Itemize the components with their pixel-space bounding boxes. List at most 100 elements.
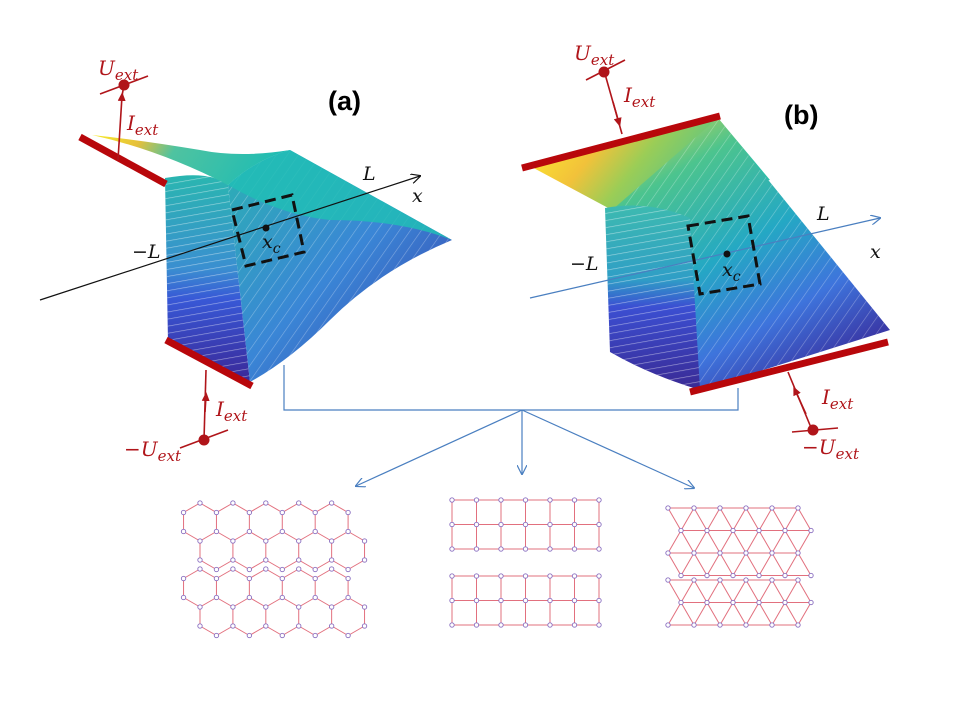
lattice-bond	[719, 530, 734, 554]
lattice-site	[498, 546, 504, 552]
lattice-bond	[732, 579, 747, 603]
lattice-site	[782, 572, 788, 579]
lattice-bond	[797, 602, 812, 626]
lattice-bond	[347, 625, 365, 636]
lattice-bond	[331, 597, 349, 608]
panel-b-i-bottom-label: Iext	[821, 385, 854, 413]
lattice-site	[230, 566, 236, 572]
lattice-bond	[784, 530, 799, 554]
panel-a-surface-top	[92, 135, 290, 185]
lattice-site	[312, 575, 318, 582]
lattice-site	[213, 528, 220, 535]
lattice-site	[361, 557, 368, 563]
panel-b-u-top-label: Uext	[574, 41, 615, 69]
lattice-bond	[249, 559, 267, 570]
lattice-site	[522, 521, 529, 528]
lattice-bond	[298, 597, 316, 608]
lattice-bond	[797, 530, 812, 554]
lattice-site	[197, 557, 203, 563]
lattice-bond	[745, 530, 760, 554]
lattice-site	[547, 573, 553, 579]
lattice-site	[449, 597, 455, 604]
lattice-bond	[680, 602, 695, 626]
lattice-site	[795, 622, 801, 628]
lattice-bond	[771, 552, 786, 576]
arrow-to-triangular	[521, 409, 694, 488]
lattice-bond	[771, 602, 786, 626]
lattice-bond	[249, 568, 267, 579]
lattice-site	[498, 573, 504, 579]
lattice-bond	[216, 502, 234, 513]
lattice-site	[263, 557, 269, 563]
honeycomb-lattice	[180, 500, 368, 639]
lattice-site	[522, 573, 529, 579]
lattice-bond	[216, 568, 234, 579]
lattice-site	[263, 623, 269, 629]
lattice-site	[473, 497, 480, 503]
lattice-site	[449, 546, 455, 552]
lattice-site	[312, 509, 318, 516]
lattice-site	[782, 599, 788, 606]
lattice-site	[596, 546, 602, 552]
lattice-bond	[216, 559, 234, 570]
lattice-bond	[232, 568, 250, 579]
lattice-site	[571, 622, 578, 628]
lattice-site	[230, 623, 236, 629]
lattice-site	[596, 573, 602, 579]
lattice-bond	[732, 507, 747, 531]
lattice-bond	[265, 502, 283, 513]
lattice-bond	[693, 507, 708, 531]
lattice-site	[704, 599, 710, 606]
lattice-site	[296, 604, 302, 610]
lattice-site	[263, 500, 269, 506]
lattice-site	[717, 577, 723, 583]
panel-b-L-label: L	[816, 203, 830, 225]
lattice-bond	[347, 531, 365, 542]
panel-b-minus-L-label: −L	[570, 253, 599, 275]
lattice-site	[547, 622, 553, 628]
lattice-site	[246, 509, 253, 516]
lattice-site	[213, 509, 220, 516]
lattice-bond	[183, 502, 201, 513]
lattice-bond	[745, 552, 760, 576]
lattice-site	[328, 538, 335, 544]
lattice-site	[345, 528, 351, 535]
lattice-bond	[745, 602, 760, 626]
lattice-bond	[719, 602, 734, 626]
lattice-bond	[758, 507, 773, 531]
lattice-site	[345, 566, 351, 573]
lattice-bond	[314, 531, 332, 542]
lattice-site	[312, 566, 318, 573]
lattice-site	[361, 604, 368, 610]
lattice-site	[473, 573, 480, 579]
lattice-site	[197, 500, 203, 506]
lattice-site	[246, 566, 253, 573]
lattice-site	[571, 497, 578, 503]
lattice-site	[180, 594, 187, 601]
lattice-site	[296, 623, 302, 629]
lattice-bond	[706, 552, 721, 576]
lattice-bond	[758, 552, 773, 576]
lattice-site	[473, 597, 480, 604]
lattice-site	[197, 538, 203, 544]
lattice-site	[279, 509, 285, 516]
lattice-site	[704, 572, 710, 579]
lattice-site	[596, 597, 602, 604]
lattice-site	[230, 538, 236, 544]
lattice-bond	[784, 579, 799, 603]
lattice-bond	[232, 597, 250, 608]
lattice-site	[498, 497, 504, 503]
lattice-site	[449, 622, 455, 628]
lattice-bond	[667, 530, 682, 554]
lattice-site	[473, 521, 480, 528]
lattice-bond	[693, 602, 708, 626]
lattice-bond	[797, 579, 812, 603]
lattice-site	[717, 622, 723, 628]
lattice-bond	[347, 597, 365, 608]
panel-b-top-electrode	[521, 112, 721, 172]
lattice-site	[730, 572, 736, 579]
lattice-bond	[719, 579, 734, 603]
lattice-site	[449, 497, 455, 503]
lattice-bond	[199, 531, 217, 542]
